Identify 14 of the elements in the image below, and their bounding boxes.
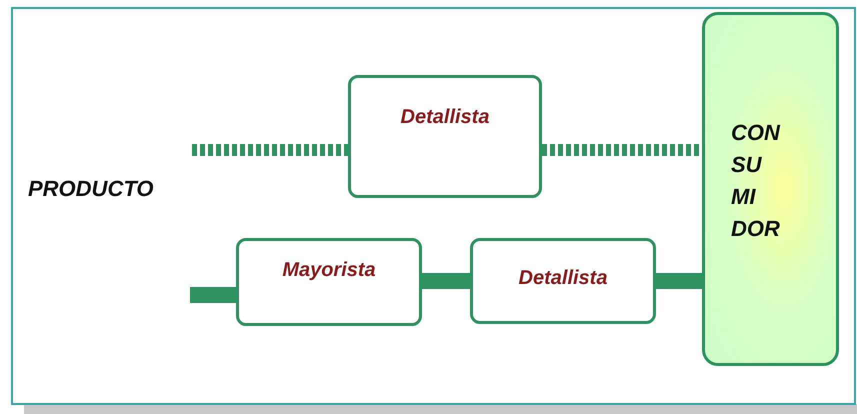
- process-box: [236, 238, 422, 326]
- process-box: [348, 75, 542, 198]
- node-label: Detallista: [518, 267, 608, 290]
- connector: [192, 144, 348, 156]
- connector: [422, 273, 470, 289]
- node-label: Mayorista: [281, 259, 377, 282]
- consumer-box: [702, 12, 839, 366]
- connector: [190, 287, 236, 303]
- node-label: CON SU MI DOR: [731, 119, 782, 243]
- connector: [542, 144, 702, 156]
- label-text: PRODUCTO: [28, 176, 154, 202]
- node-label: Detallista: [400, 106, 490, 129]
- connector: [656, 273, 702, 289]
- process-box: [470, 238, 656, 324]
